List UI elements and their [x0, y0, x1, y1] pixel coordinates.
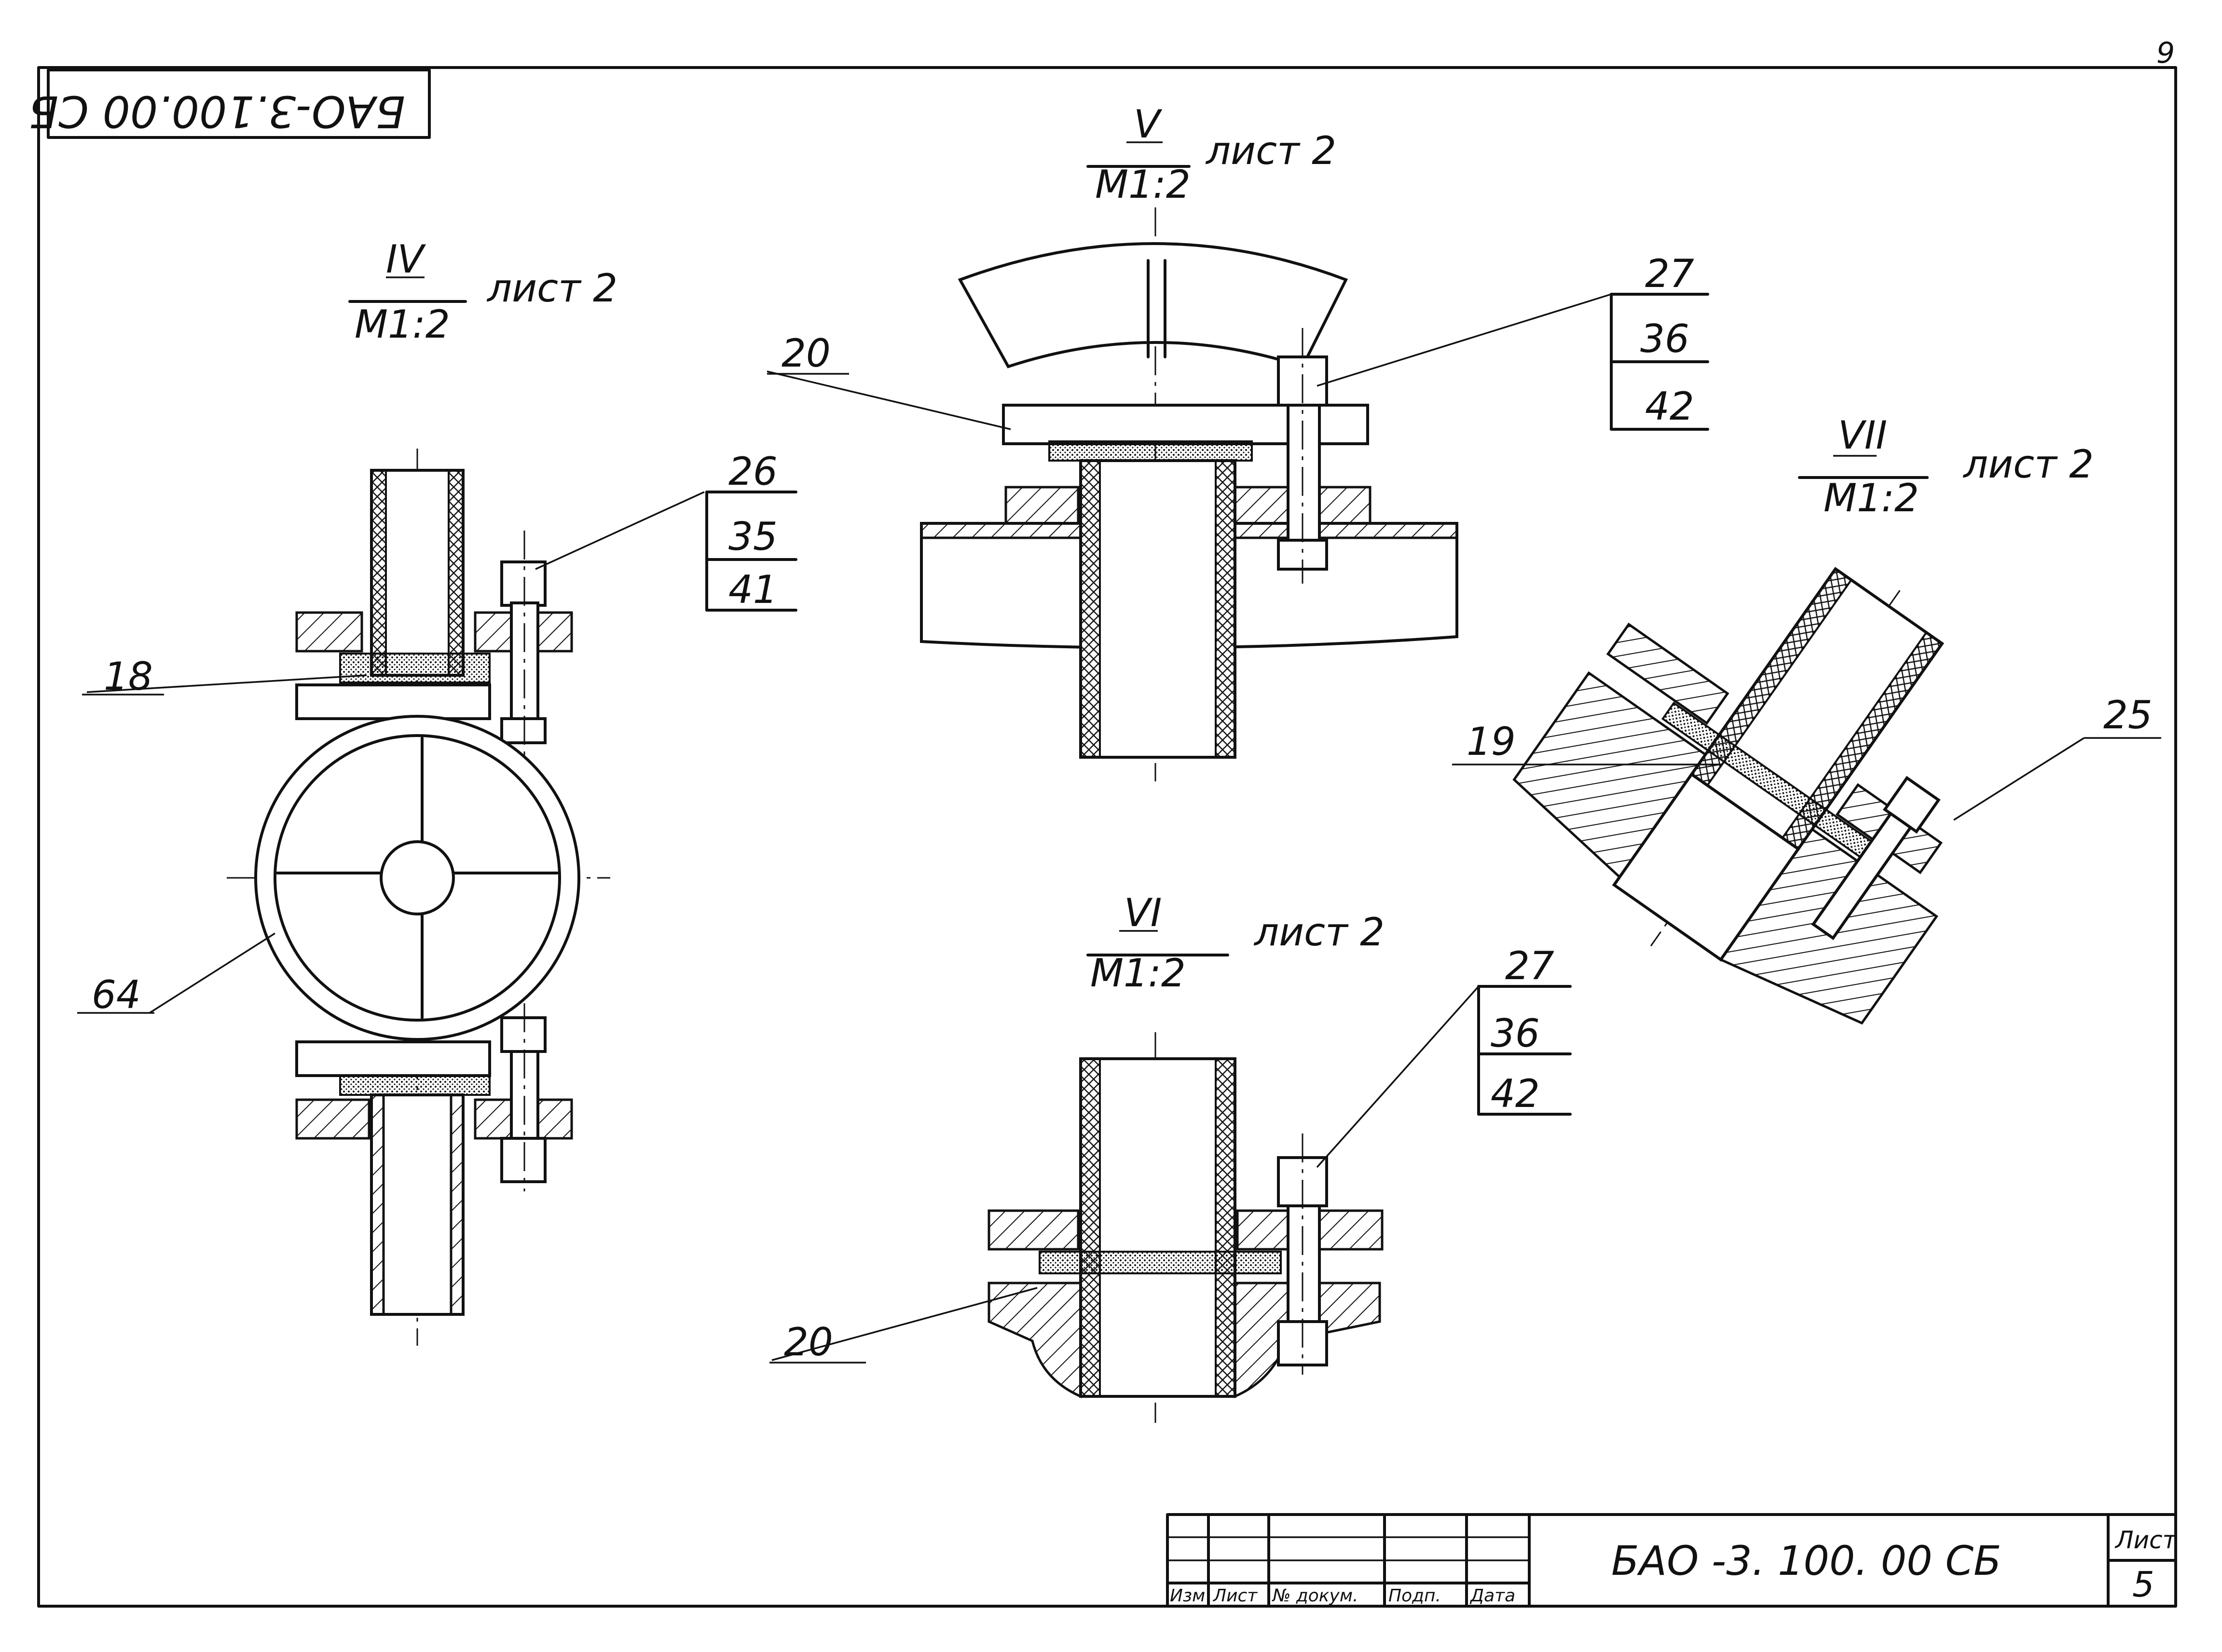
- callout-19: 19: [1467, 719, 1516, 764]
- bolt-stack-vi-3: 42: [1491, 1071, 1540, 1116]
- bolt-stack-vi-1: 27: [1505, 943, 1554, 988]
- bolt-stack-iv-1: 26: [728, 449, 778, 494]
- corner-page-number: 9: [2156, 36, 2175, 70]
- callout-25: 25: [2103, 693, 2153, 737]
- bolt-stack-v-2: 36: [1640, 316, 1689, 361]
- sheet-number: 5: [2132, 1564, 2154, 1605]
- drawing-code: БАО -3. 100. 00 СБ: [1611, 1537, 2002, 1584]
- header-izm: Изм: [1170, 1586, 1205, 1606]
- view-iv-scale: М1:2: [355, 302, 450, 347]
- view-vii: VII М1:2 лист 2 19 25: [1452, 413, 2161, 1025]
- view-iv: IV М1:2 лист 2: [77, 237, 797, 1346]
- rotated-code-box: БАО-3.100.00 СБ: [28, 68, 431, 139]
- callout-64: 64: [92, 972, 141, 1017]
- header-signature: Подп.: [1388, 1586, 1441, 1606]
- view-v-scale: М1:2: [1095, 162, 1191, 207]
- view-iv-roman: IV: [386, 237, 426, 282]
- view-v: V М1:2 лист 2 20 27: [767, 102, 1709, 781]
- view-iv-sheet-ref: лист 2: [486, 266, 617, 311]
- header-list: Лист: [1212, 1586, 1258, 1606]
- title-block: Изм Лист № докум. Подп. Дата БАО -3. 100…: [1166, 1513, 2178, 1608]
- callout-18: 18: [104, 654, 153, 699]
- view-v-roman: V: [1134, 102, 1163, 147]
- header-doc-number: № докум.: [1272, 1586, 1358, 1606]
- view-vii-sheet-ref: лист 2: [1962, 442, 2094, 487]
- view-vi-roman: VI: [1124, 890, 1162, 935]
- bolt-stack-vi-2: 36: [1491, 1011, 1540, 1056]
- sheet-label: Лист: [2114, 1526, 2178, 1554]
- drawing-frame: [37, 66, 2177, 1608]
- view-v-sheet-ref: лист 2: [1205, 128, 1336, 173]
- view-vi: VI М1:2 лист 2 20 27 36 42: [769, 890, 1572, 1423]
- bolt-stack-v-3: 42: [1645, 384, 1694, 429]
- view-vii-scale: М1:2: [1824, 476, 1919, 520]
- bolt-stack-iv-2: 35: [728, 514, 778, 559]
- callout-vi-20: 20: [784, 1320, 833, 1365]
- view-vii-roman: VII: [1838, 413, 1887, 458]
- view-vi-sheet-ref: лист 2: [1253, 910, 1385, 955]
- view-vi-scale: М1:2: [1090, 951, 1186, 996]
- header-date: Дата: [1469, 1586, 1515, 1606]
- callout-v-20: 20: [782, 331, 831, 376]
- bolt-stack-iv-3: 41: [728, 567, 778, 612]
- rotated-drawing-code: БАО-3.100.00 СБ: [28, 86, 405, 137]
- bolt-stack-v-1: 27: [1645, 251, 1694, 296]
